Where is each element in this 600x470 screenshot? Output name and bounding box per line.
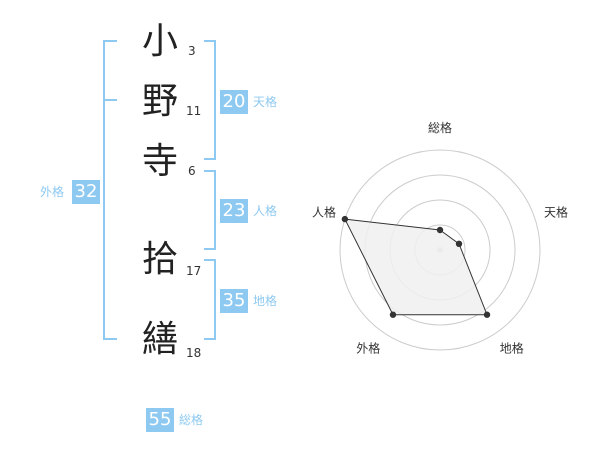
gaikaku-bracket-tick-bottom [103,338,117,340]
radar-point-3 [483,311,491,318]
stroke-count-3: 6 [188,164,196,178]
stroke-count-5: 18 [186,346,202,360]
name-char-3: 寺 [141,141,178,182]
soukaku-label: 総格 [179,413,204,427]
radar-point-4 [389,311,397,318]
radar-axis-label-5: 人格 [312,204,336,219]
radar-axis-label-3: 地格 [500,341,524,356]
radar-point-1 [436,226,444,234]
radar-value-polygon [344,218,488,316]
jinkaku-bracket-tick-bottom [204,248,216,250]
chikaku-label: 地格 [253,294,278,308]
chikaku-bracket-tick-top [204,259,216,261]
radar-axis-label-1: 総格 [428,120,452,135]
gaikaku-badge: 32 [72,180,100,204]
jinkaku-badge: 23 [220,199,248,223]
radar-point-2 [455,240,463,248]
jinkaku-bracket-tick-top [204,170,216,172]
radar-axis-label-4: 外格 [356,341,380,356]
gaikaku-bracket-tick-mid [103,99,117,101]
radar-axis-label-2: 天格 [544,204,568,219]
stroke-count-4: 17 [186,264,202,278]
gaikaku-bracket [103,40,105,340]
radar-point-5 [341,215,349,223]
chikaku-bracket-tick-bottom [204,338,216,340]
tenkaku-bracket-tick-top [204,40,216,42]
tenkaku-label: 天格 [253,95,278,109]
soukaku-badge: 55 [146,408,174,432]
stroke-count-2: 11 [186,104,202,118]
jinkaku-bracket [214,170,216,250]
name-char-2: 野 [141,81,178,122]
tenkaku-bracket-tick-bottom [204,158,216,160]
jinkaku-label: 人格 [253,204,278,218]
chikaku-badge: 35 [220,289,248,313]
name-char-4: 拾 [141,239,178,280]
tenkaku-badge: 20 [220,90,248,114]
tenkaku-bracket [214,40,216,160]
name-char-5: 繕 [141,319,178,360]
chikaku-bracket [214,259,216,340]
radar-ring-4 [339,149,541,351]
gaikaku-label: 外格 [40,185,65,199]
gaikaku-bracket-tick-top [103,40,117,42]
name-char-1: 小 [141,21,178,62]
stroke-count-1: 3 [188,44,196,58]
